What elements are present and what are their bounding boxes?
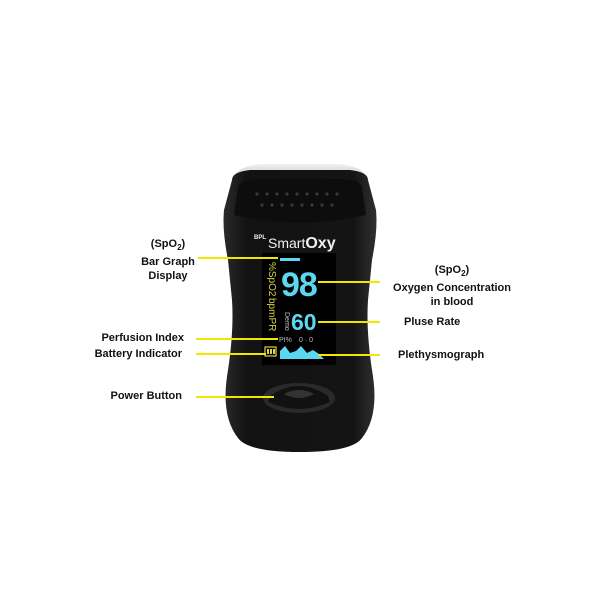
leader-oxygen <box>318 281 380 283</box>
power-button-shape <box>263 383 335 413</box>
pi-label: PI% <box>279 337 292 344</box>
pi-value: 0 · 0 <box>299 337 314 344</box>
label-power-button: Power Button <box>110 390 183 402</box>
leader-bar-graph <box>198 257 278 259</box>
brand-name: Smart <box>268 235 306 251</box>
leader-power-button <box>196 396 274 398</box>
label-pulse-rate: Pluse Rate <box>404 316 461 328</box>
vent-holes <box>255 192 339 207</box>
leader-battery <box>196 353 266 355</box>
brand-suffix: Oxy <box>305 235 336 252</box>
leader-perfusion-index <box>196 338 278 340</box>
brand-prefix: BPL <box>254 235 266 241</box>
label-plethysmograph: Plethysmograph <box>398 349 485 361</box>
label-bar-graph: (SpO2) Bar Graph Display <box>141 238 195 283</box>
label-perfusion-index: Perfusion Index <box>101 332 184 344</box>
label-battery-indicator: Battery Indicator <box>94 348 182 360</box>
label-oxygen-concentration: (SpO2) Oxygen Concentration in blood <box>393 264 511 309</box>
demo-text: Demo <box>283 312 290 331</box>
pulse-reading: 60 <box>291 309 317 335</box>
spo2-unit-text: %SpO2 <box>266 262 277 297</box>
leader-pulse-rate <box>318 321 380 323</box>
device-top-panel <box>234 179 366 223</box>
leader-plethysmograph <box>318 354 380 356</box>
spo2-reading: 98 <box>281 266 318 304</box>
pr-unit-text: bpmPR <box>266 298 277 332</box>
